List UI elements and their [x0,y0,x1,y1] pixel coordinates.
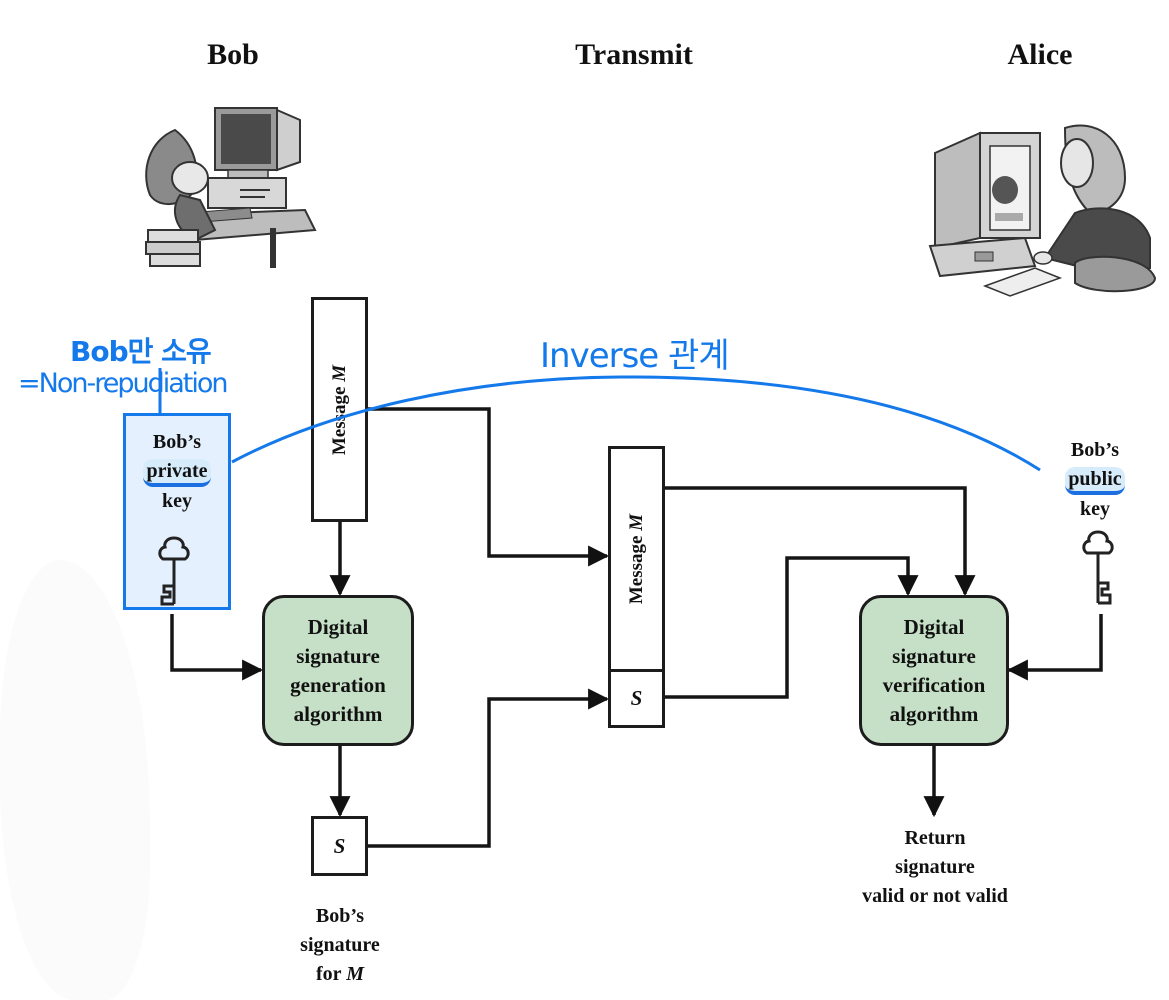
annotation-owner-note: Bob만 소유 [70,335,212,368]
result-caption-line: Return [904,827,966,849]
result-caption-line: valid or not valid [862,885,1008,907]
generation-line: algorithm [293,701,383,726]
signature-verification-algorithm-box: Digital signature verification algorithm [859,595,1009,746]
public-key-label-type: public [1065,467,1125,495]
generation-line: Digital [307,614,369,639]
header-alice: Alice [1007,38,1073,71]
signature-caption: Bob’s signature for M [280,902,400,989]
private-key-label-key: key [162,490,192,512]
person-at-computer-icon [145,107,317,268]
message-to-transmit-arrow [367,407,610,567]
signature-caption-line: signature [300,934,380,956]
generation-line: generation [290,672,386,697]
key-icon [158,536,190,606]
signature-caption-line: Bob’s [315,905,365,927]
key-icon [1082,530,1114,605]
annotation-non-repudiation: =Non-repudiation [18,368,228,399]
header-bob: Bob [207,38,259,71]
public-key-label-key: key [1080,498,1110,520]
header-transmit: Transmit [575,38,693,71]
signature-box-transmit: S [608,669,665,728]
public-key-label: Bob’s public key [1040,436,1150,524]
signature-caption-line: for M [316,963,364,985]
private-key-to-generation-arrow [170,614,264,681]
result-caption: Return signature valid or not valid [820,824,1050,911]
transmit-signature-to-verification-arrow [664,556,919,699]
result-caption-line: signature [895,856,975,878]
signature-to-transmit-arrow [368,688,610,848]
private-key-label-owner: Bob’s [152,431,202,453]
inverse-relation-curve [231,375,1041,472]
woman-at-computer-icon [928,124,1157,297]
signature-generation-algorithm-box: Digital signature generation algorithm [262,595,414,746]
generation-line: signature [296,643,380,668]
signature-box-sender: S [311,816,368,876]
annotation-inverse-relation: Inverse 관계 [540,336,730,376]
verification-line: signature [892,643,976,668]
public-key-label-owner: Bob’s [1070,439,1120,461]
private-key-label-type: private [143,459,211,487]
verification-line: algorithm [889,701,979,726]
transmit-message-to-verification-arrow [664,486,976,597]
verification-line: verification [882,672,986,697]
public-key-to-verification-arrow [1006,614,1103,681]
verification-line: Digital [903,614,965,639]
private-key-box: Bob’s private key [123,413,231,610]
